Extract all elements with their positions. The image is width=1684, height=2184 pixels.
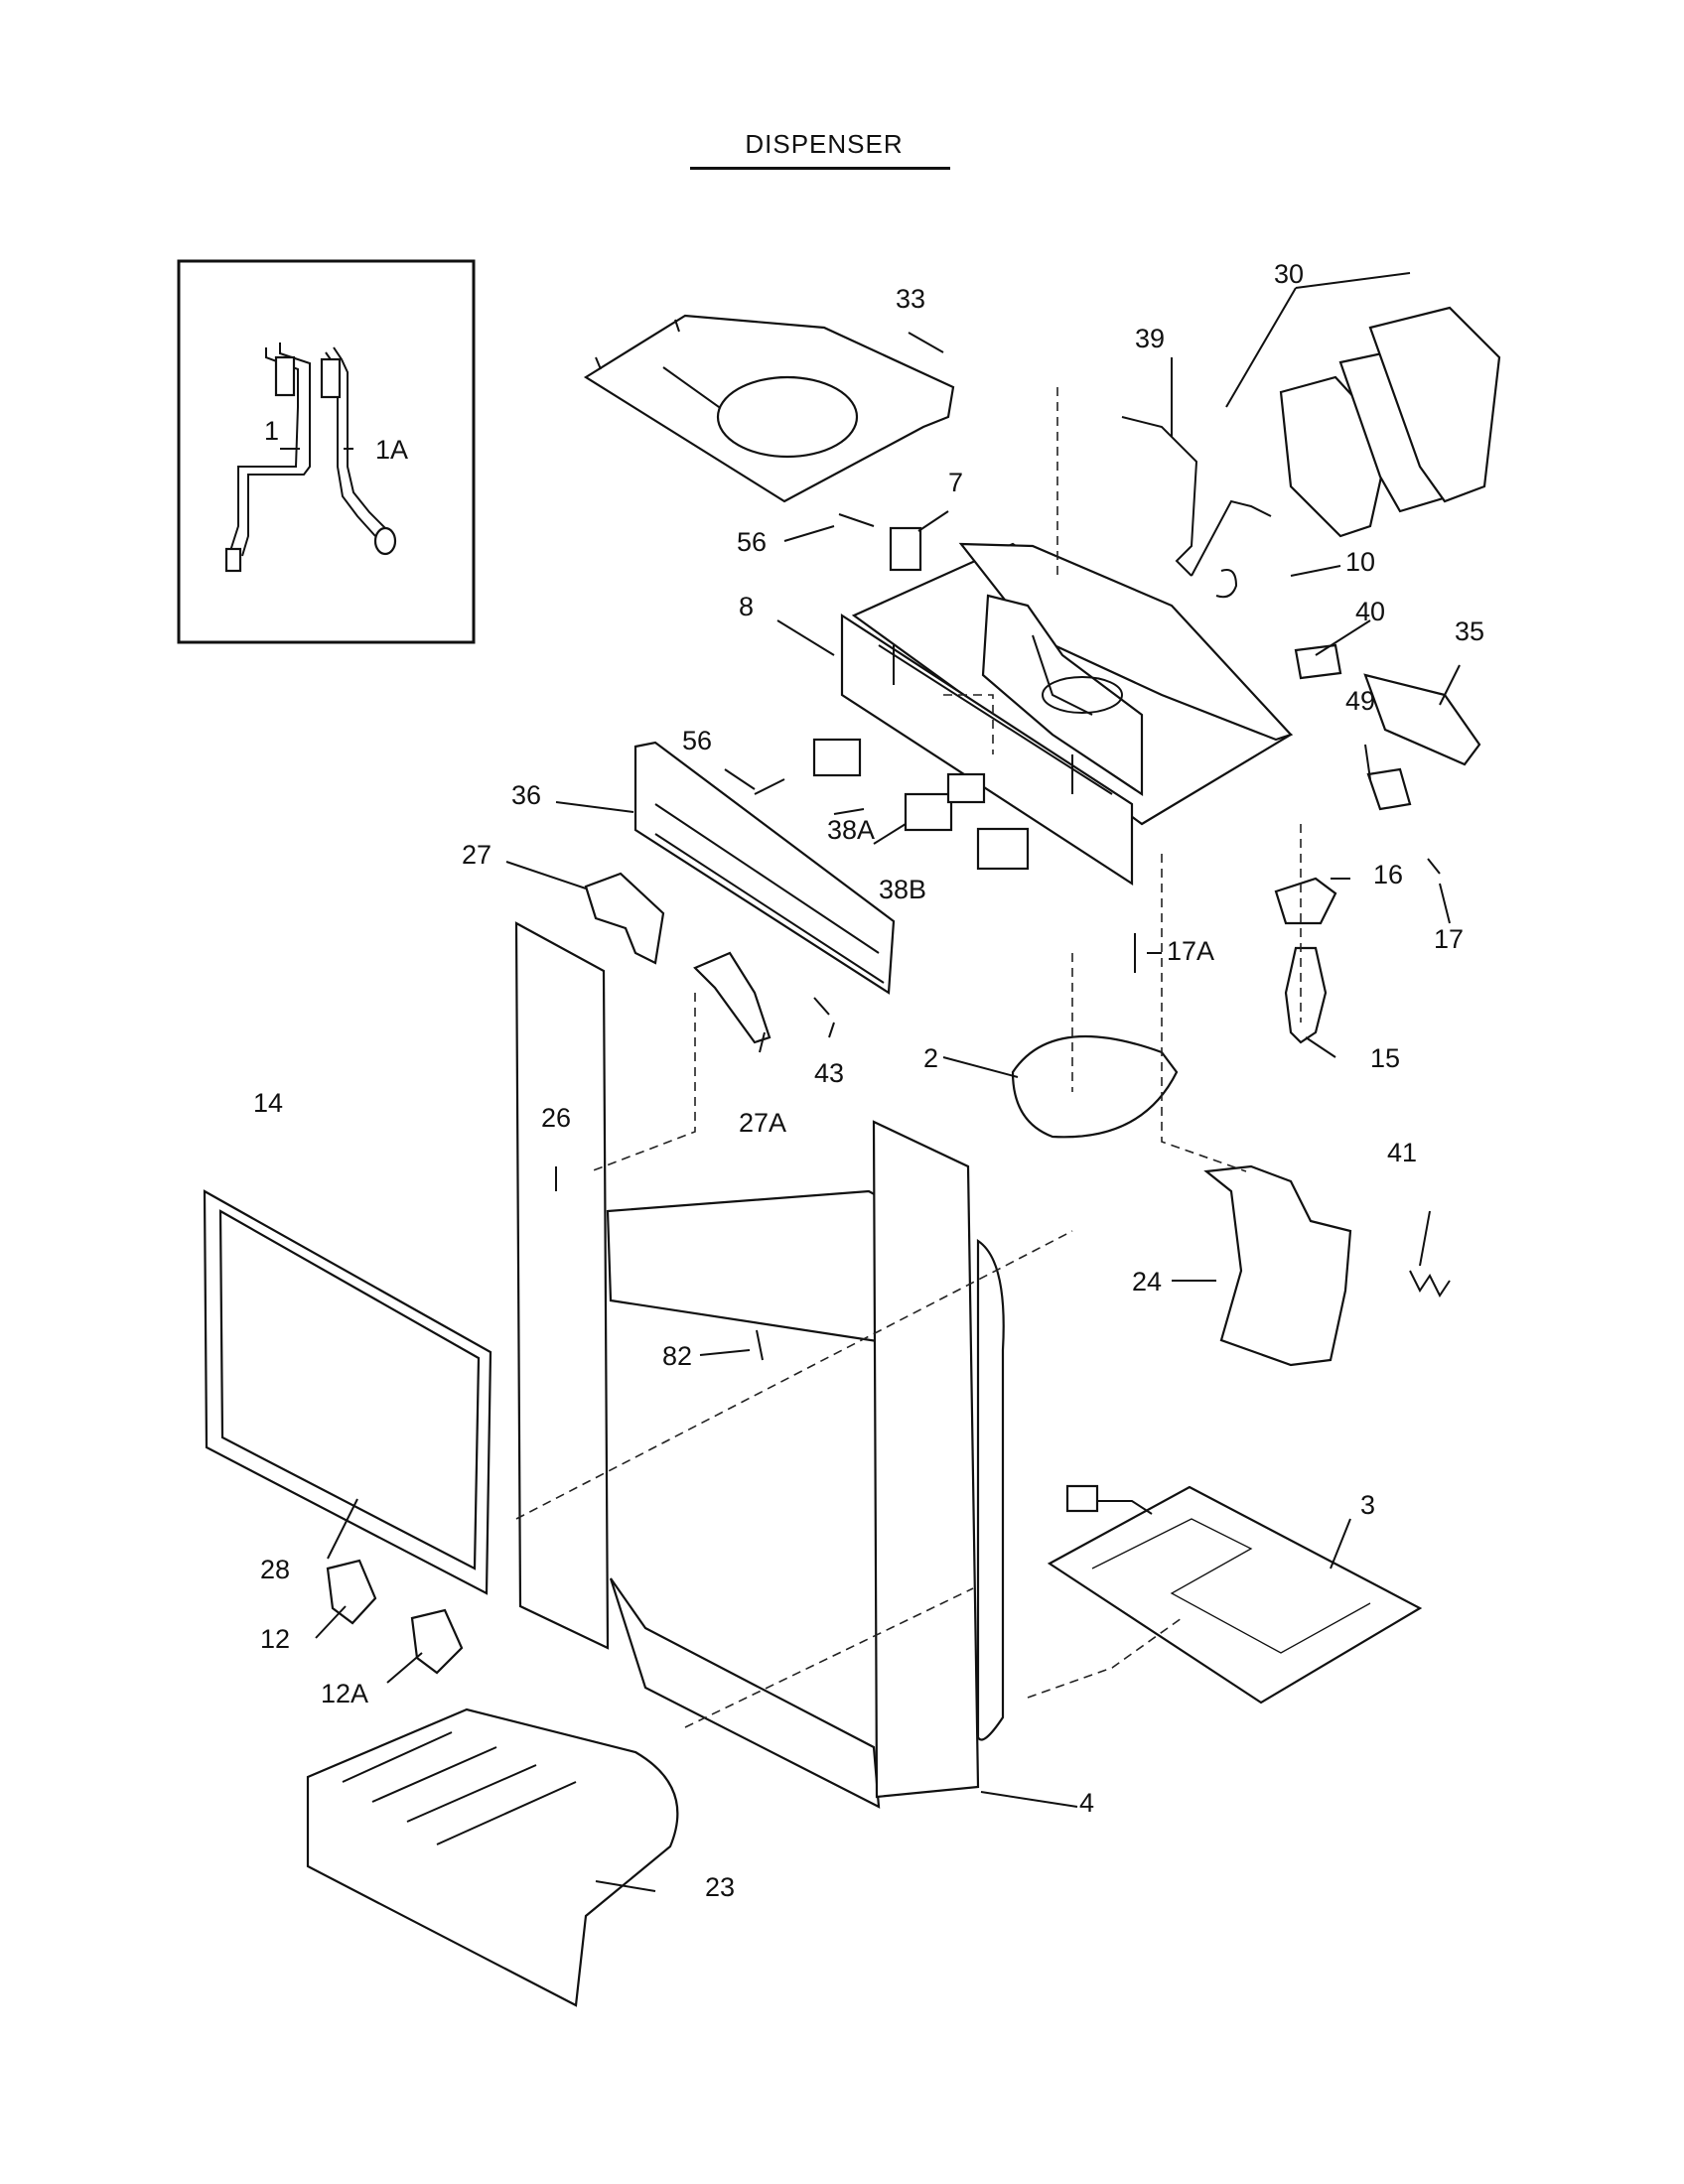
part-82-screw [756,1329,764,1361]
callout-4: 4 [1079,1788,1094,1818]
part-33-top-cover [583,314,955,503]
callout-17a: 17A [1167,936,1214,966]
callout-82: 82 [662,1341,692,1371]
callout-49: 49 [1345,686,1375,716]
callout-7: 7 [948,468,963,497]
callout-35: 35 [1455,616,1484,646]
part-36-front-panel [633,741,896,995]
callout-26: 26 [541,1103,571,1133]
part-2-chute [1011,1034,1179,1139]
callout-17: 17 [1434,924,1464,954]
callout-33: 33 [896,284,925,314]
part-7-switch [889,526,922,572]
part-24-lever [1203,1164,1352,1367]
callout-41: 41 [1387,1138,1417,1167]
part-43-screw [813,997,830,1016]
callout-2: 2 [923,1043,938,1073]
callout-leader-lines [280,272,1461,1892]
title-underline [690,167,950,170]
part-16-socket [1274,877,1337,925]
callout-30: 30 [1274,259,1304,289]
callout-28: 28 [260,1555,290,1584]
callout-1a: 1A [375,435,408,465]
callout-56a: 56 [737,527,767,557]
callout-14: 14 [253,1088,283,1118]
part-56-screw-2 [754,778,785,795]
part-12a-clip [410,1608,464,1675]
part-3-heater [1047,1484,1423,1705]
callout-56b: 56 [682,726,712,755]
callout-27a: 27A [739,1108,786,1138]
callout-40: 40 [1355,597,1385,626]
part-15-bulb [1284,946,1328,1044]
callout-23: 23 [705,1872,735,1902]
callout-43: 43 [814,1058,844,1088]
callout-15: 15 [1370,1043,1400,1073]
part-27a-paddle [693,951,772,1044]
callout-12a: 12A [321,1679,368,1708]
part-8-housing [840,542,1294,887]
callout-27: 27 [462,840,491,870]
callout-10: 10 [1345,547,1375,577]
part-41-spring [1409,1270,1451,1297]
callout-24: 24 [1132,1267,1162,1297]
callout-39: 39 [1135,324,1165,353]
part-23-drip-tray [306,1707,679,2007]
part-27-bracket [584,872,665,965]
callout-38b: 38B [879,875,926,904]
callout-12: 12 [260,1624,290,1654]
alignment-guides [515,387,1302,1728]
part-4-frame [514,921,1005,1809]
part-12-clip [326,1559,377,1625]
callout-36: 36 [511,780,541,810]
callout-38a: 38A [827,815,875,845]
diagram-title: DISPENSER [745,129,904,159]
callout-1: 1 [264,416,279,446]
callout-3: 3 [1360,1490,1375,1520]
callout-16: 16 [1373,860,1403,889]
part-14-door [203,1189,492,1595]
callout-labels: 11A23478101212A1415161717A2324262727A283… [253,259,1484,1902]
part-17-screw [1427,858,1441,875]
part-56-screw [838,513,875,527]
callout-8: 8 [739,592,754,621]
inset-wire-harness [177,259,476,644]
right-actuator-parts [1121,306,1501,811]
